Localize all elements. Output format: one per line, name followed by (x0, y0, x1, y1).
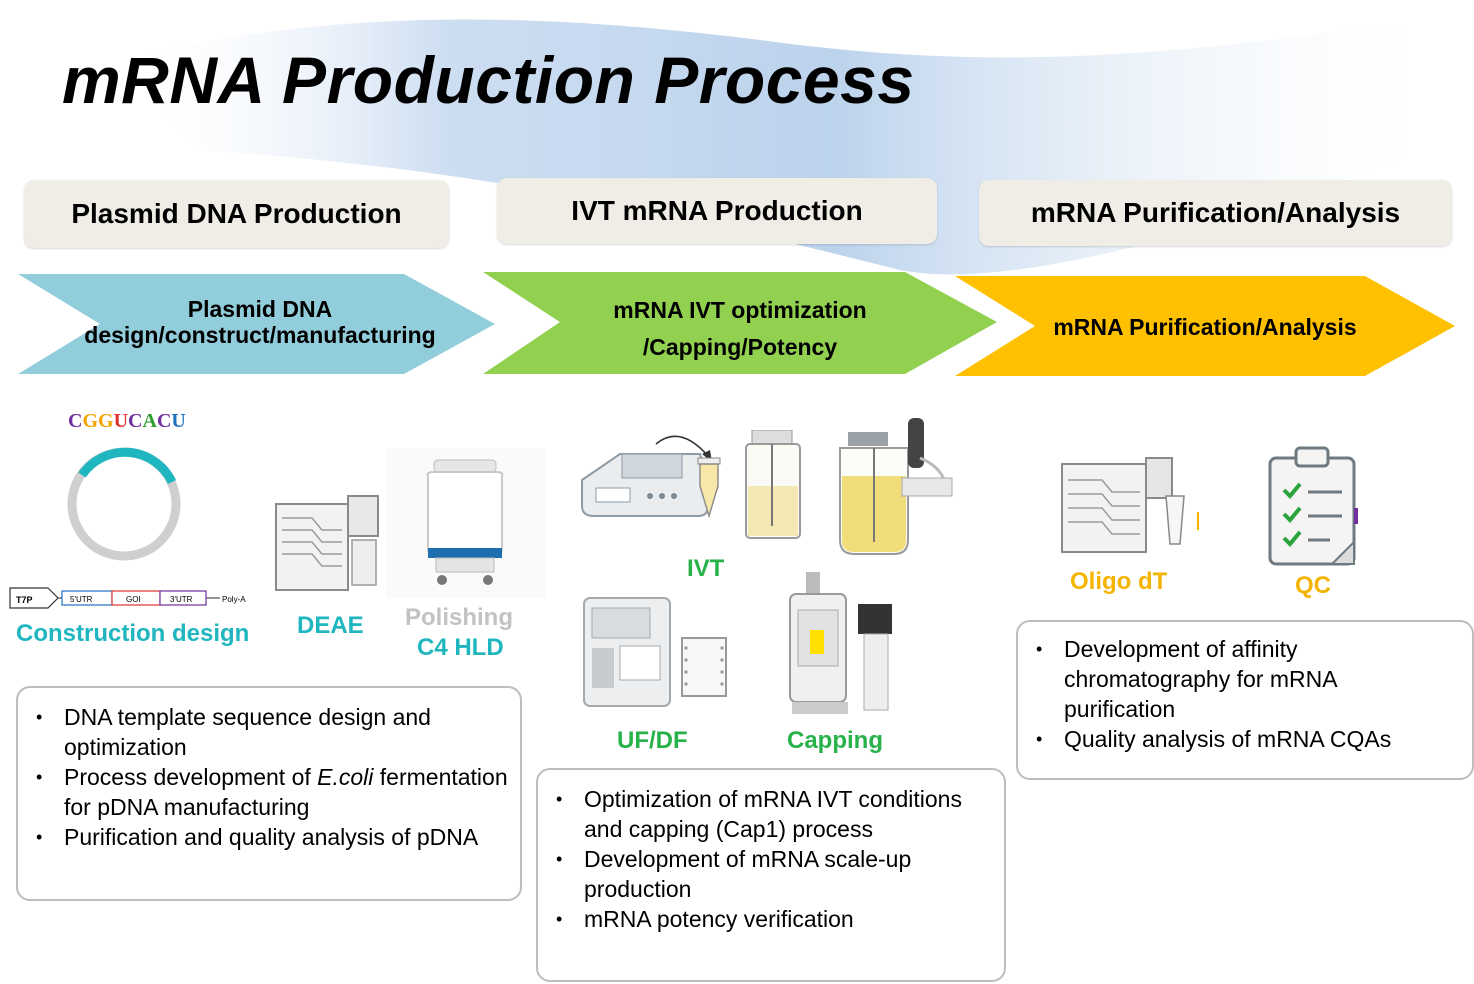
reactor-vessel-icon (745, 430, 801, 539)
rna-sequence: CGGUCACU (68, 410, 186, 433)
sequence-letter: C (128, 410, 143, 432)
bullet-text: fermentation for pDNA manufacturing (64, 764, 508, 820)
label-qc: QC (1295, 572, 1331, 599)
arrow-line: mRNA Purification/Analysis (1053, 314, 1357, 340)
label-c4hld: C4 HLD (417, 634, 504, 661)
bullet-box-purification: Development of affinity chromatography f… (1016, 620, 1474, 780)
bullet-item: Development of affinity chromatography f… (1018, 634, 1432, 724)
stage-header-label: Plasmid DNA Production (71, 198, 402, 229)
filter-capsule-icon (386, 448, 546, 598)
stage-header-ivt: IVT mRNA Production (497, 178, 937, 244)
arrow-line: design/construct/manufacturing (84, 322, 436, 349)
arrow-text-purification: mRNA Purification/Analysis (1020, 314, 1390, 340)
bullet-text: Quality analysis of mRNA CQAs (1064, 726, 1392, 752)
bullet-item: Process development of E.coli fermentati… (18, 762, 520, 822)
checklist-icon (1268, 446, 1358, 566)
arrow-text-plasmid: Plasmid DNA design/construct/manufacturi… (60, 296, 460, 348)
label-oligo-dt: Oligo dT (1070, 568, 1168, 595)
bullet-box-ivt: Optimization of mRNA IVT conditions and … (536, 768, 1006, 982)
sequence-letter: U (113, 410, 129, 432)
bullet-text: DNA template sequence design and optimiz… (64, 704, 431, 760)
label-polishing: Polishing (405, 604, 513, 631)
bullet-text-italic: E.coli (317, 764, 374, 790)
label-capping: Capping (787, 727, 883, 754)
utr3-segment (159, 590, 207, 606)
tff-system-icon (583, 597, 671, 707)
bullet-text: mRNA potency verification (584, 906, 854, 932)
process-arrows (18, 272, 1455, 376)
bullet-box-plasmid: DNA template sequence design and optimiz… (16, 686, 522, 901)
filter-cassette-icon (681, 637, 727, 697)
bullet-text: Optimization of mRNA IVT conditions and … (584, 786, 962, 842)
page-title: mRNA Production Process (62, 43, 915, 117)
promoter-arrow (9, 587, 59, 609)
bullet-item: DNA template sequence design and optimiz… (18, 702, 520, 762)
bullet-item: Optimization of mRNA IVT conditions and … (538, 784, 990, 844)
bullet-text: Purification and quality analysis of pDN… (64, 824, 479, 850)
sequence-letter: G (82, 410, 99, 432)
label-deae: DEAE (297, 612, 364, 639)
bullet-text: Development of affinity chromatography f… (1064, 636, 1337, 722)
promoter-label: T7P (16, 595, 33, 605)
plasmid-map: T7P 5'UTR GOI 3'UTR Poly-A (9, 587, 246, 609)
chromatography-system-icon (1061, 457, 1199, 553)
plasmid-icon (67, 447, 181, 561)
stage-header-label: mRNA Purification/Analysis (1030, 197, 1401, 228)
segment-label: GOI (126, 595, 141, 604)
bioreactor-icon (839, 418, 953, 555)
segment-label: 5'UTR (70, 595, 93, 604)
stage-header-plasmid: Plasmid DNA Production (24, 180, 449, 248)
polya-label: Poly-A (222, 595, 246, 604)
bullet-text: Process development of (64, 764, 318, 790)
sequence-letter: C (68, 410, 83, 432)
arrow-plasmid (18, 274, 495, 374)
sequence-letter: U (171, 410, 186, 432)
arrow-line: /Capping/Potency (642, 333, 838, 360)
bullet-item: mRNA potency verification (538, 904, 990, 934)
arrow-text-ivt: mRNA IVT optimization /Capping/Potency (560, 292, 920, 366)
label-construction-design: Construction design (16, 620, 250, 647)
arrow-line: mRNA IVT optimization (613, 297, 867, 323)
arrow-purification (955, 276, 1455, 376)
arrow-ivt (483, 272, 997, 374)
sequence-letter: G (98, 410, 114, 432)
arrow-line: Plasmid DNA (187, 296, 333, 322)
stage-header-label: IVT mRNA Production (571, 195, 863, 226)
bullet-item: Quality analysis of mRNA CQAs (1018, 724, 1432, 754)
label-ufdf: UF/DF (617, 727, 688, 754)
sequence-letter: C (156, 410, 172, 432)
capping-system-icon (789, 572, 892, 714)
sequence-letter: A (142, 410, 157, 432)
bullet-item: Purification and quality analysis of pDN… (18, 822, 520, 852)
bullet-item: Development of mRNA scale-up production (538, 844, 990, 904)
thermal-mixer-icon (581, 453, 709, 517)
stage-header-purification: mRNA Purification/Analysis (979, 180, 1452, 246)
tube-icon (697, 457, 721, 519)
chromatography-system-icon (275, 495, 379, 591)
label-ivt: IVT (687, 555, 725, 582)
bullet-text: Development of mRNA scale-up production (584, 846, 912, 902)
segment-label: 3'UTR (170, 595, 193, 604)
